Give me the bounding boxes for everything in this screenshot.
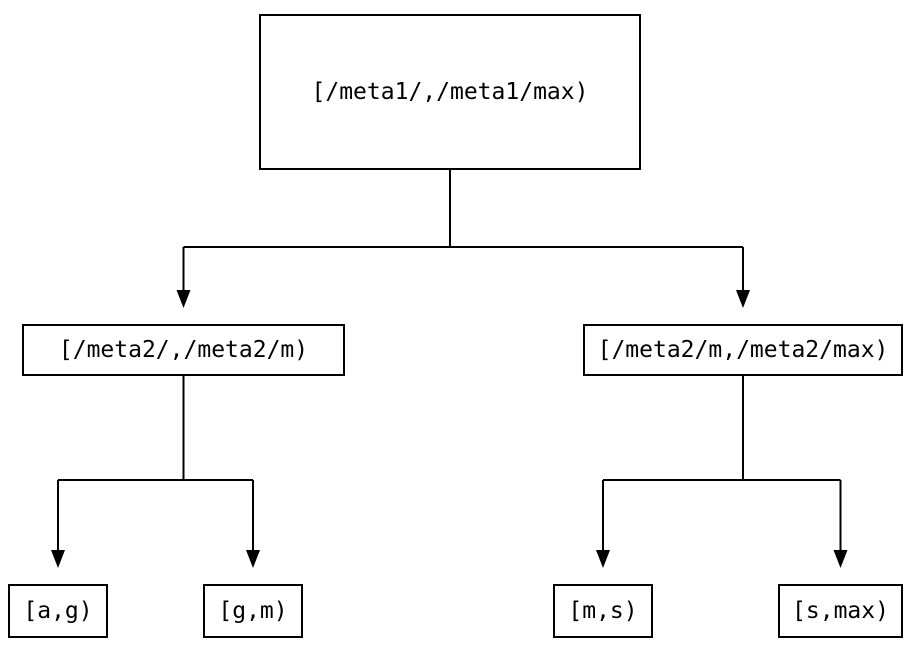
node-leaf-ms: [m,s)	[553, 584, 653, 638]
node-label: [/meta2/,/meta2/m)	[58, 336, 309, 363]
arrowhead-gm	[246, 550, 260, 568]
node-leaf-ag: [a,g)	[8, 584, 108, 638]
node-label: [/meta1/,/meta1/max)	[311, 78, 589, 105]
node-label: [/meta2/m,/meta2/max)	[597, 336, 889, 363]
node-label: [m,s)	[568, 597, 638, 624]
node-leaf-smax: [s,max)	[778, 584, 903, 638]
node-leaf-gm: [g,m)	[203, 584, 303, 638]
node-meta2-upper-range: [/meta2/m,/meta2/max)	[583, 324, 903, 376]
node-label: [g,m)	[218, 597, 288, 624]
node-label: [s,max)	[792, 597, 889, 624]
arrowhead-ms	[596, 550, 610, 568]
arrowhead-ag	[51, 550, 65, 568]
node-label: [a,g)	[23, 597, 93, 624]
arrowhead-left	[176, 290, 191, 308]
arrowhead-smax	[833, 550, 848, 568]
arrowhead-right	[736, 290, 750, 308]
node-root-meta1-range: [/meta1/,/meta1/max)	[259, 14, 641, 170]
node-meta2-lower-range: [/meta2/,/meta2/m)	[22, 324, 345, 376]
